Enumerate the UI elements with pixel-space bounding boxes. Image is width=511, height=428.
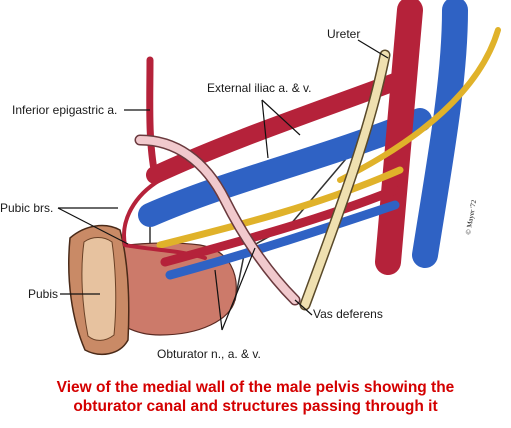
leader-external-iliac-1 bbox=[261, 99, 301, 136]
label-external-iliac: External iliac a. & v. bbox=[207, 81, 311, 95]
label-obturator: Obturator n., a. & v. bbox=[157, 347, 261, 361]
pubis-surface bbox=[81, 237, 117, 341]
pubic-branch-1 bbox=[122, 178, 162, 247]
obturator-vein bbox=[165, 200, 400, 280]
common-iliac-vein bbox=[412, 0, 468, 268]
pubic-branch-2 bbox=[123, 243, 207, 260]
leader-obturator-2 bbox=[221, 247, 256, 331]
leader-vas-deferens bbox=[294, 299, 313, 316]
figure-caption: View of the medial wall of the male pelv… bbox=[0, 378, 511, 416]
artist-signature: © Mayer '72 bbox=[464, 199, 478, 236]
label-ureter: Ureter bbox=[327, 27, 360, 41]
ureter-fill bbox=[301, 51, 389, 309]
internal-iliac-artery bbox=[375, 0, 423, 275]
caption-line-2: obturator canal and structures passing t… bbox=[73, 398, 438, 415]
label-inferior-epigastric: Inferior epigastric a. bbox=[12, 103, 117, 117]
leader-ureter bbox=[357, 39, 389, 59]
nerve-right bbox=[337, 27, 501, 183]
leader-obturator-1 bbox=[214, 269, 223, 331]
leader-pubic-brs-2 bbox=[57, 207, 129, 245]
obturator-nerve bbox=[156, 166, 404, 249]
external-iliac-vein bbox=[138, 108, 432, 227]
caption-line-1: View of the medial wall of the male pelv… bbox=[56, 379, 455, 396]
label-pubic-branches: Pubic brs. bbox=[0, 201, 53, 215]
label-pubis: Pubis bbox=[28, 287, 58, 301]
leader-external-iliac-2 bbox=[261, 99, 269, 159]
inferior-epigastric-artery bbox=[146, 56, 159, 179]
vas-deferens-fill bbox=[136, 136, 299, 304]
label-vas-deferens: Vas deferens bbox=[313, 307, 383, 321]
external-iliac-artery bbox=[146, 71, 409, 184]
